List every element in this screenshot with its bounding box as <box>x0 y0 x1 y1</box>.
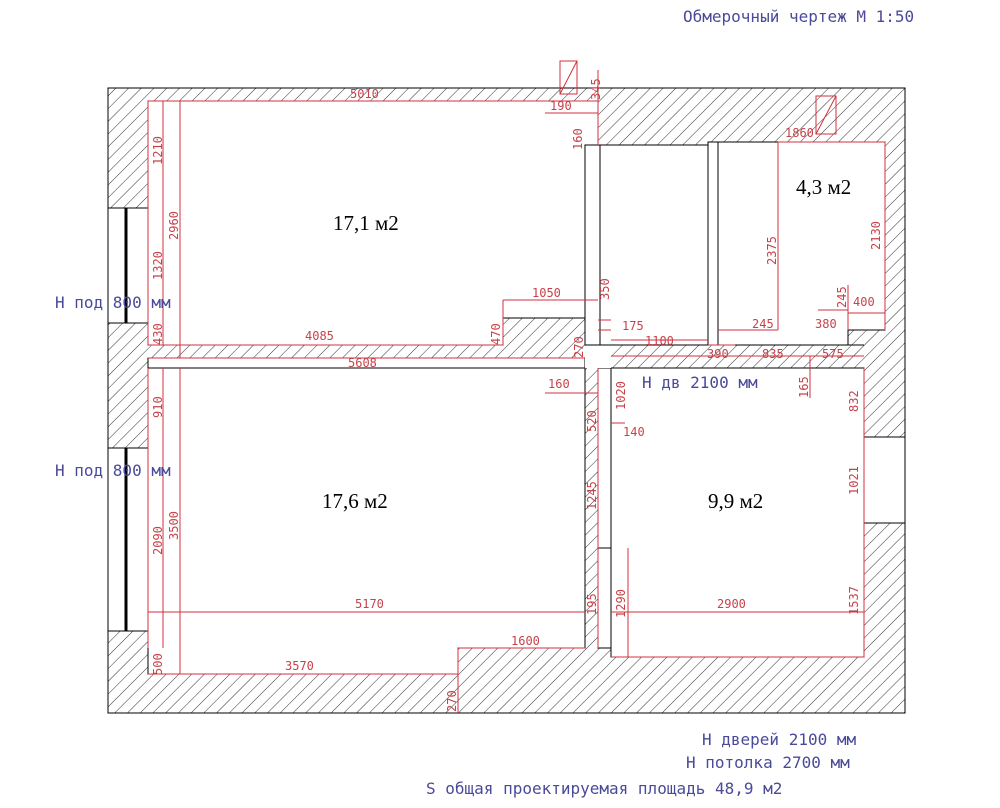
door-height-note: Н дв 2100 мм <box>642 373 758 392</box>
dim-label: 2090 <box>151 526 165 555</box>
dim-label: 5170 <box>355 597 384 611</box>
dim-label: 165 <box>797 376 811 398</box>
dim-label: 345 <box>589 78 603 100</box>
dim-label: 2900 <box>717 597 746 611</box>
dim-label: 1100 <box>645 334 674 348</box>
dim-label: 1860 <box>785 126 814 140</box>
window-top-left <box>107 207 149 324</box>
dim-label: 5608 <box>348 356 377 370</box>
total-area-note: S общая проектируемая площадь 48,9 м2 <box>426 779 782 798</box>
dim-label: 3570 <box>285 659 314 673</box>
dim-label: 140 <box>623 425 645 439</box>
dim-label: 575 <box>822 347 844 361</box>
window-height-note: Н под 800 мм <box>55 293 171 312</box>
vent-shaft-top <box>559 60 578 95</box>
dim-label: 1050 <box>532 286 561 300</box>
dim-label: 270 <box>572 336 586 358</box>
dim-label: 430 <box>151 323 165 345</box>
room-area-label: 17,6 м2 <box>322 489 388 513</box>
dim-label: 3500 <box>167 511 181 540</box>
dim-label: 195 <box>585 593 599 615</box>
dim-label: 1537 <box>847 586 861 615</box>
dim-label: 520 <box>585 410 599 432</box>
dim-label: 910 <box>151 396 165 418</box>
walls <box>107 87 906 714</box>
window-right <box>863 436 906 524</box>
room-area-label: 4,3 м2 <box>796 175 851 199</box>
page-title: Обмерочный чертеж М 1:50 <box>683 7 914 26</box>
dim-label: 380 <box>815 317 837 331</box>
window-height-note: Н под 800 мм <box>55 461 171 480</box>
dim-label: 4085 <box>305 329 334 343</box>
dim-label: 1210 <box>151 136 165 165</box>
dim-label: 350 <box>598 278 612 300</box>
dim-label: 5010 <box>350 87 379 101</box>
room-areas: 17,1 м2 4,3 м2 17,6 м2 9,9 м2 <box>322 175 851 513</box>
dim-label: 835 <box>762 347 784 361</box>
dim-label: 270 <box>445 690 459 712</box>
dim-label: 2375 <box>765 236 779 265</box>
dim-label: 470 <box>489 323 503 345</box>
dim-label: 832 <box>847 390 861 412</box>
ceiling-height-note: Н потолка 2700 мм <box>686 753 850 772</box>
dim-label: 1021 <box>847 466 861 495</box>
dim-label: 2130 <box>869 221 883 250</box>
dim-label: 1600 <box>511 634 540 648</box>
dim-label: 160 <box>571 128 585 150</box>
doors-height-note: Н дверей 2100 мм <box>702 730 856 749</box>
dim-label: 245 <box>835 286 849 308</box>
dimension-labels: 5010 190 345 1210 2960 1320 430 160 1050… <box>151 78 883 712</box>
room-area-label: 17,1 м2 <box>333 211 399 235</box>
partition-lines <box>147 141 864 649</box>
dim-label: 390 <box>707 347 729 361</box>
windows <box>107 207 906 632</box>
vent-shaft-right <box>815 95 837 135</box>
dim-label: 1320 <box>151 251 165 280</box>
dim-label: 1245 <box>585 481 599 510</box>
dim-label: 175 <box>622 319 644 333</box>
dim-label: 160 <box>548 377 570 391</box>
dim-label: 2960 <box>167 211 181 240</box>
dimension-lines <box>147 70 886 713</box>
dim-label: 1020 <box>614 381 628 410</box>
dim-label: 190 <box>550 99 572 113</box>
dim-label: 400 <box>853 295 875 309</box>
dim-label: 500 <box>151 653 165 675</box>
dim-label: 245 <box>752 317 774 331</box>
vent-shafts <box>559 60 837 135</box>
dim-label: 1290 <box>614 589 628 618</box>
room-area-label: 9,9 м2 <box>708 489 763 513</box>
